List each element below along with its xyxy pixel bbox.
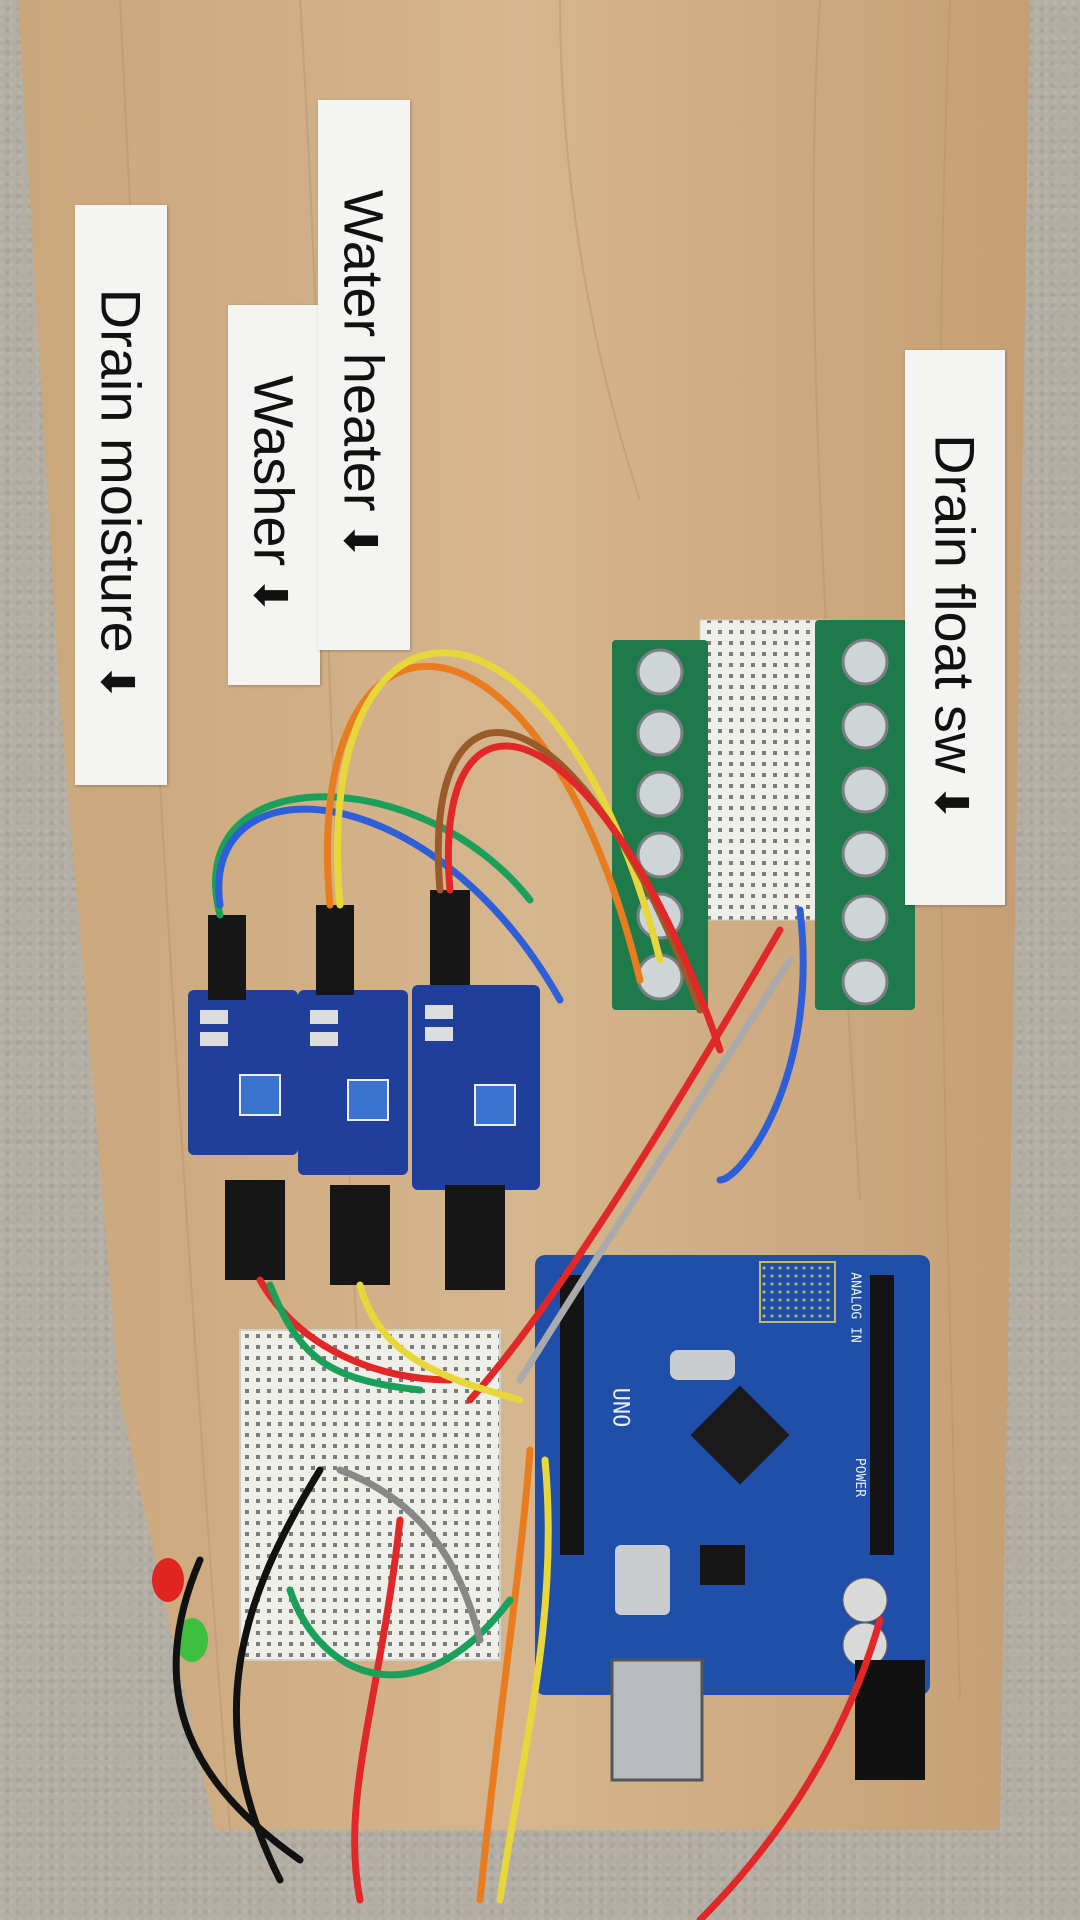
led-red bbox=[152, 1558, 184, 1602]
sensor-module-3 bbox=[412, 985, 540, 1190]
mini-breadboard-top bbox=[699, 619, 831, 921]
label-drain-moisture: Drain moisture ⬇ bbox=[75, 205, 167, 785]
arrow-down-icon: ⬇ bbox=[334, 521, 387, 561]
jumper-wires bbox=[172, 649, 884, 1920]
sensor-module-1 bbox=[188, 990, 298, 1155]
terminal-block-right bbox=[815, 620, 915, 1010]
label-drain-float-sw: Drain float sw ⬇ bbox=[905, 350, 1005, 905]
drain-moisture-text: Drain moisture bbox=[89, 288, 153, 653]
sensor-module-2 bbox=[298, 990, 408, 1175]
power-text: POWER bbox=[852, 1457, 868, 1498]
power-jack bbox=[855, 1660, 925, 1780]
washer-text: Washer bbox=[242, 375, 306, 567]
arrow-down-icon: ⬇ bbox=[91, 662, 144, 702]
board-model-text: UNO bbox=[607, 1387, 633, 1428]
arrow-down-icon: ⬇ bbox=[244, 576, 297, 615]
arrow-down-icon: ⬇ bbox=[925, 782, 978, 822]
arduino-uno-board bbox=[535, 1255, 930, 1695]
water-heater-text: Water heater bbox=[332, 189, 396, 512]
sensor-connectors bbox=[208, 890, 505, 1290]
terminal-block-left bbox=[612, 640, 708, 1010]
label-washer: Washer ⬇ bbox=[228, 305, 320, 685]
led-green bbox=[176, 1618, 208, 1662]
drain-float-sw-text: Drain float sw bbox=[923, 433, 987, 773]
label-water-heater: Water heater ⬇ bbox=[318, 100, 410, 650]
usb-port bbox=[610, 1658, 704, 1782]
analog-in-text: ANALOG IN bbox=[847, 1272, 863, 1343]
